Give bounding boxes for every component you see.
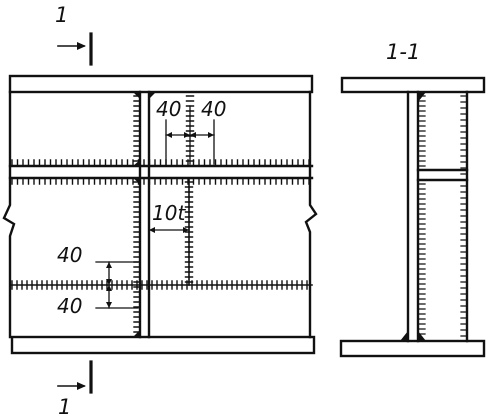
section-mark-bottom-label: 1 xyxy=(58,395,71,419)
weld-ticks-butt-horizontal xyxy=(11,280,308,290)
dimension-arrowheads xyxy=(106,132,214,308)
dim-label-40-lower: 40 xyxy=(57,294,82,318)
section-weld-ticks-lower xyxy=(417,183,426,335)
arrow-dim-40-side-b xyxy=(106,279,112,285)
dim-label-10t: 10t xyxy=(152,201,186,225)
section-mark-top-label: 1 xyxy=(55,3,68,27)
right-break-line xyxy=(304,90,318,339)
section-cut-bottom-arrowhead xyxy=(77,382,86,390)
left-break-line xyxy=(2,90,16,339)
arrow-dim-40-b xyxy=(184,132,190,138)
section-fillet-bottom-left xyxy=(400,331,408,341)
weld-ticks-butt-vertical xyxy=(184,181,194,283)
fillet-bottom-left xyxy=(133,330,140,337)
weld-ticks-stiffener-bottom xyxy=(11,177,310,185)
top-flange xyxy=(8,74,314,94)
section-cut-top xyxy=(57,32,93,66)
section-cut-bottom xyxy=(57,360,93,394)
arrow-dim-10t-a xyxy=(149,227,155,233)
section-bottom-flange xyxy=(339,339,486,358)
fillet-corners xyxy=(133,92,156,337)
section-view xyxy=(339,76,486,358)
weld-ticks-stiffener-top xyxy=(11,159,310,167)
arrow-dim-40-a xyxy=(166,132,172,138)
section-top-flange xyxy=(340,76,486,94)
fillet-mid-left xyxy=(133,160,140,166)
dimension-lines xyxy=(95,105,215,309)
section-fillet-top xyxy=(418,92,426,102)
arrow-dim-40-side-c xyxy=(106,285,112,291)
dim-label-40-right: 40 xyxy=(201,97,226,121)
section-fillet-bottom xyxy=(418,331,426,341)
dim-label-40-upper: 40 xyxy=(57,243,82,267)
section-cut-top-arrowhead xyxy=(77,42,86,50)
section-title: 1-1 xyxy=(386,40,420,64)
bottom-flange xyxy=(10,335,316,355)
section-weld-ticks-upper xyxy=(417,95,426,167)
section-weld-ticks-stiffener xyxy=(460,95,468,337)
fillet-top-left xyxy=(133,92,140,99)
arrow-dim-40-c xyxy=(190,132,196,138)
dim-label-40-left: 40 xyxy=(156,97,181,121)
arrow-dim-10t-b xyxy=(183,227,189,233)
arrow-dim-40-side-a xyxy=(106,262,112,268)
fillet-top-right xyxy=(149,92,156,99)
weld-hatching xyxy=(11,95,310,333)
fillet-mid-left-2 xyxy=(133,178,140,184)
arrow-dim-40-d xyxy=(208,132,214,138)
arrow-dim-40-side-d xyxy=(106,302,112,308)
